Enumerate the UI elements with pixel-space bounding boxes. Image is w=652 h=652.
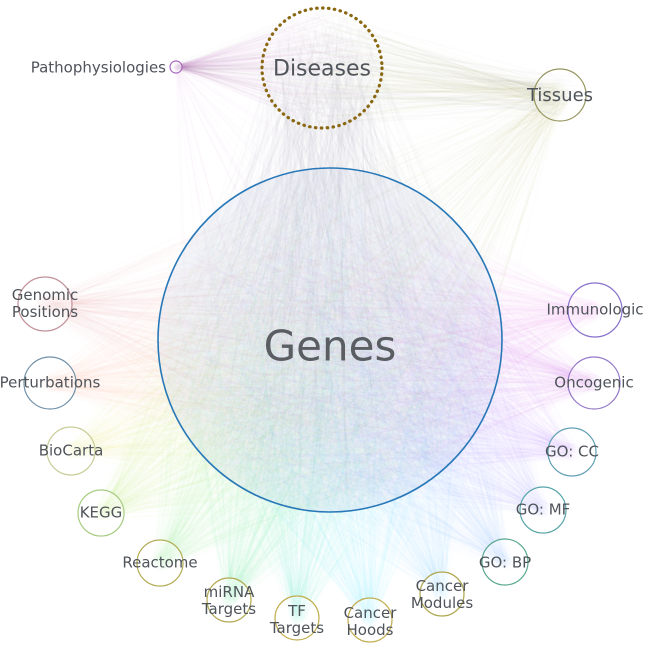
node-label-biocarta[interactable]: BioCarta — [38, 441, 104, 460]
node-label-kegg[interactable]: KEGG — [79, 503, 123, 522]
node-circle-perturbations[interactable] — [23, 356, 77, 410]
node-circle-go_cc[interactable] — [547, 427, 597, 477]
node-circle-cancer_modules[interactable] — [419, 571, 465, 617]
node-label-mirna-targets[interactable]: miRNA Targets — [201, 583, 257, 618]
node-label-oncogenic[interactable]: Oncogenic — [554, 373, 634, 392]
node-circle-immunologic[interactable] — [567, 282, 623, 338]
node-circle-tf_targets[interactable] — [274, 595, 320, 641]
node-circle-genes[interactable] — [157, 167, 503, 513]
node-label-diseases[interactable]: Diseases — [273, 56, 371, 82]
node-label-cancer-modules[interactable]: Cancer Modules — [410, 577, 474, 612]
node-circle-genomic_positions[interactable] — [17, 276, 73, 332]
node-label-genes[interactable]: Genes — [263, 321, 397, 371]
node-circle-biocarta[interactable] — [46, 426, 96, 476]
node-circle-pathophysiologies[interactable] — [169, 60, 183, 74]
node-circle-reactome[interactable] — [136, 539, 184, 587]
node-label-tf-targets[interactable]: TF Targets — [269, 602, 325, 637]
node-circle-tissues[interactable] — [533, 68, 587, 122]
node-label-go-mf[interactable]: GO: MF — [515, 500, 571, 519]
node-circle-mirna_targets[interactable] — [206, 577, 252, 623]
node-label-go-bp[interactable]: GO: BP — [478, 553, 532, 572]
node-circle-go_mf[interactable] — [519, 486, 567, 534]
node-label-genomic-positions[interactable]: Genomic Positions — [11, 286, 79, 321]
node-label-immunologic[interactable]: Immunologic — [546, 300, 644, 319]
node-label-go-cc[interactable]: GO: CC — [545, 442, 599, 461]
node-circle-diseases[interactable] — [260, 6, 384, 130]
node-label-perturbations[interactable]: Perturbations — [0, 373, 101, 392]
node-circle-go_bp[interactable] — [481, 538, 529, 586]
node-label-tissues[interactable]: Tissues — [526, 84, 594, 106]
node-label-reactome[interactable]: Reactome — [122, 553, 198, 572]
node-label-cancer-hoods[interactable]: Cancer Hoods — [343, 604, 397, 639]
node-circle-kegg[interactable] — [77, 489, 125, 537]
node-circle-oncogenic[interactable] — [567, 356, 621, 410]
node-label-pathophysiologies[interactable]: Pathophysiologies — [30, 58, 166, 77]
node-circle-cancer_hoods[interactable] — [347, 597, 393, 643]
